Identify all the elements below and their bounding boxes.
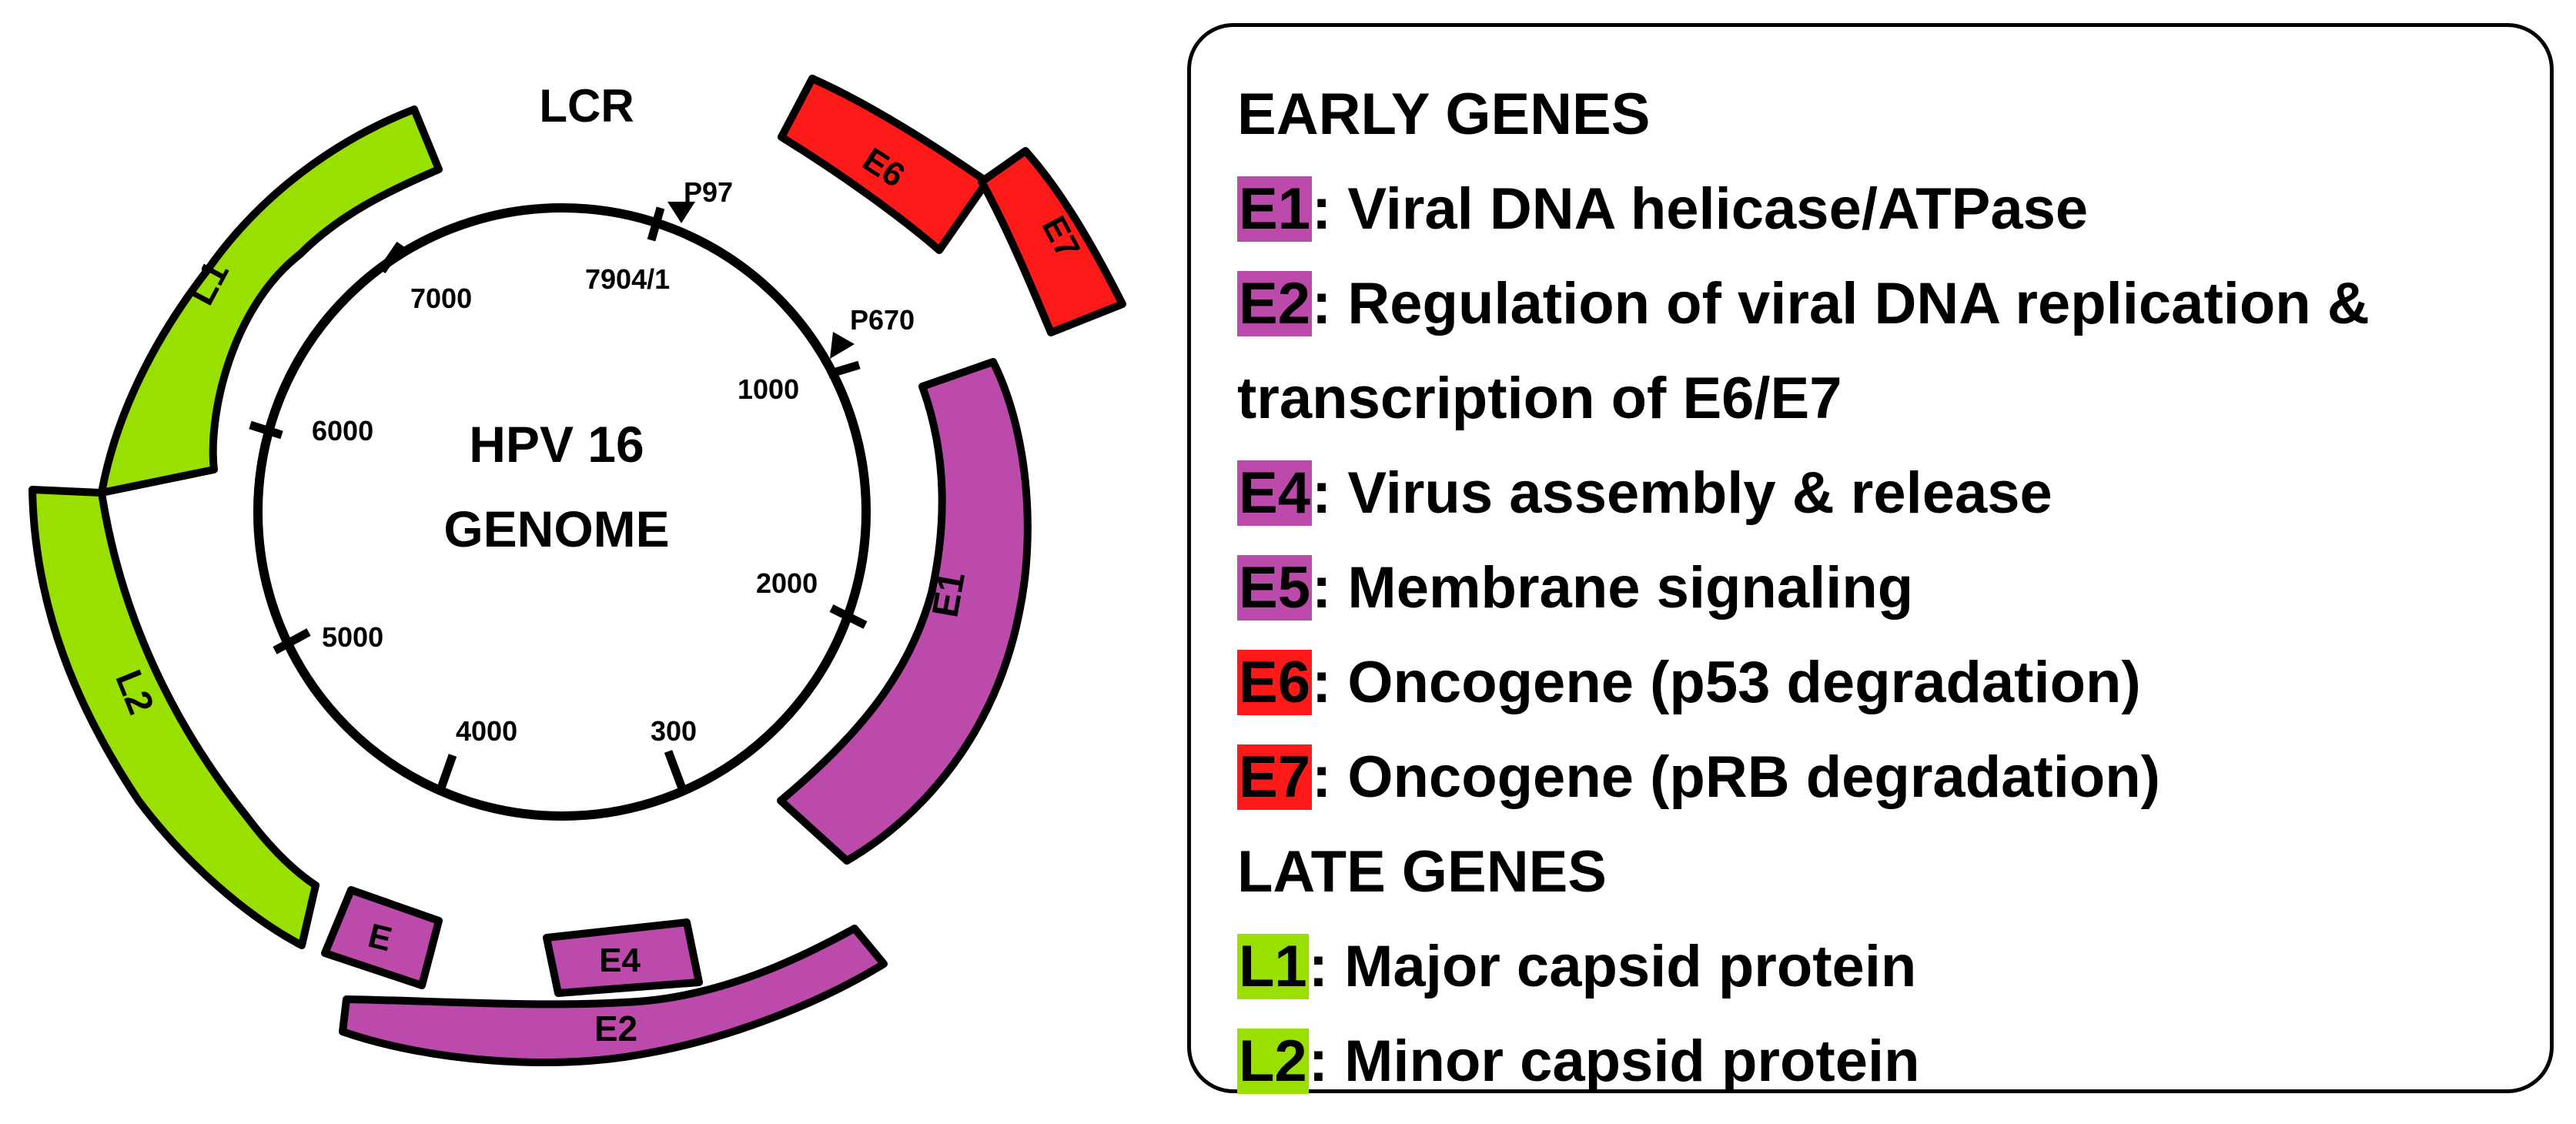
promoter-p97-arrow: [667, 202, 695, 223]
gene-e2-segment: [339, 925, 888, 1066]
position-label-7000: 7000: [410, 283, 472, 314]
legend-code-e5: E5: [1237, 555, 1312, 621]
legend-row-e1: E1: Viral DNA helicase/ATPase: [1237, 162, 2550, 256]
gene-e4-label: E4: [599, 942, 641, 979]
gene-l2-segment: [28, 486, 319, 949]
genome-title-line2: GENOME: [443, 500, 669, 557]
legend-code-e6: E6: [1237, 650, 1312, 715]
legend-desc-l1: : Major capsid protein: [1308, 934, 1917, 999]
legend-row-e7: E7: Oncogene (pRB degradation): [1237, 730, 2550, 825]
legend-code-l2: L2: [1237, 1029, 1309, 1094]
legend-row-l1: L1: Major capsid protein: [1237, 919, 2550, 1014]
gene-e5-segment: [321, 886, 443, 989]
legend-code-e1: E1: [1237, 176, 1312, 242]
legend-code-e7: E7: [1237, 744, 1312, 810]
promoter-p670-label: P670: [850, 304, 915, 336]
gene-legend: EARLY GENES E1: Viral DNA helicase/ATPas…: [1187, 23, 2554, 1094]
gene-e1-label: E1: [925, 569, 973, 621]
tick-1000: [827, 360, 861, 379]
legend-code-e2: E2: [1237, 271, 1312, 336]
gene-e1-segment: [777, 358, 1032, 865]
lcr-label: LCR: [539, 80, 634, 132]
tick-4000: [434, 754, 457, 796]
legend-row-e6: E6: Oncogene (p53 degradation): [1237, 635, 2550, 730]
legend-late-heading: LATE GENES: [1237, 839, 1607, 905]
gene-l1-segment: [98, 105, 443, 497]
promoter-p97-label: P97: [684, 176, 733, 208]
legend-desc-e2: : Regulation of viral DNA replication &: [1311, 271, 2370, 336]
tick-5000: [273, 628, 311, 654]
gene-e4-segment: [543, 918, 703, 997]
position-label-5000: 5000: [322, 621, 383, 653]
legend-row-e2-cont: transcription of E6/E7: [1237, 366, 1842, 431]
legend-row-l2: L2: Minor capsid protein: [1237, 1014, 2550, 1109]
legend-row-e4: E4: Virus assembly & release: [1237, 446, 2550, 540]
legend-row-e5: E5: Membrane signaling: [1237, 540, 2550, 635]
legend-desc-e7: : Oncogene (pRB degradation): [1311, 744, 2160, 810]
position-label-7904: 7904/1: [585, 263, 670, 295]
position-label-1000: 1000: [738, 373, 799, 405]
position-label-300: 300: [651, 715, 697, 747]
tick-300: [664, 750, 689, 796]
tick-6000: [249, 420, 283, 440]
position-label-2000: 2000: [756, 567, 818, 599]
genome-circle: [253, 203, 871, 821]
position-label-6000: 6000: [312, 415, 373, 447]
tick-7904: [647, 206, 665, 242]
position-label-4000: 4000: [456, 715, 517, 747]
legend-desc-e6: : Oncogene (p53 degradation): [1311, 650, 2141, 715]
promoter-p670-arrow: [830, 332, 855, 359]
gene-e7-segment: [978, 147, 1126, 336]
tick-7000: [378, 241, 404, 274]
legend-row-e2: E2: Regulation of viral DNA replication …: [1237, 256, 2550, 351]
legend-desc-e5: : Membrane signaling: [1311, 555, 1914, 621]
legend-early-heading: EARLY GENES: [1237, 82, 1651, 147]
legend-desc-e4: : Virus assembly & release: [1311, 460, 2052, 526]
legend-desc-l2: : Minor capsid protein: [1308, 1029, 1920, 1094]
legend-code-l1: L1: [1237, 934, 1309, 999]
gene-e2-label: E2: [594, 1009, 637, 1049]
genome-title-line1: HPV 16: [469, 416, 644, 473]
legend-desc-e1: : Viral DNA helicase/ATPase: [1311, 176, 2089, 242]
legend-code-e4: E4: [1237, 460, 1312, 526]
tick-2000: [829, 604, 868, 629]
genome-ticks: [249, 206, 868, 796]
